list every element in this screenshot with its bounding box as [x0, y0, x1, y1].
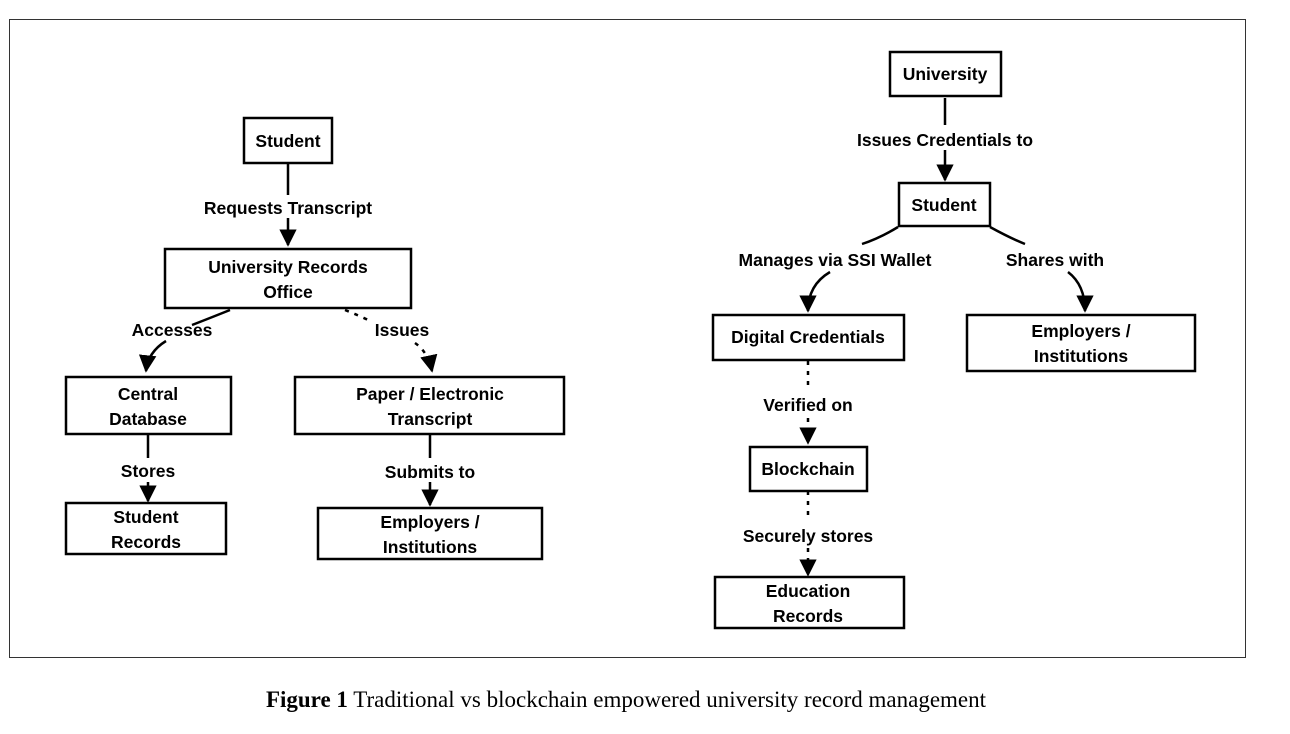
edge-label-requests-transcript: Requests Transcript [204, 198, 372, 218]
edge-label-verified-on: Verified on [763, 395, 852, 415]
edge-label-accesses: Accesses [132, 320, 213, 340]
node-student-records: Student Records [64, 501, 228, 556]
edge-records-office-to-database [146, 308, 231, 371]
node-paper-electronic-transcript: Paper / Electronic Transcript [293, 375, 566, 436]
node-education-records: Education Records [713, 575, 906, 630]
svg-text:Database: Database [109, 409, 187, 429]
figure-caption: Figure 1 Traditional vs blockchain empow… [0, 686, 1252, 714]
svg-text:Office: Office [263, 282, 313, 302]
svg-text:Student: Student [255, 131, 320, 151]
svg-text:Employers /: Employers / [380, 512, 479, 532]
node-student-blockchain: Student [897, 181, 992, 228]
svg-text:Student: Student [911, 195, 976, 215]
edge-student-to-digital-credentials [808, 225, 899, 311]
svg-text:Records: Records [773, 606, 843, 626]
svg-text:Central: Central [118, 384, 178, 404]
node-university: University [888, 50, 1003, 98]
edge-records-office-to-transcript [344, 308, 432, 371]
svg-text:Digital Credentials: Digital Credentials [731, 327, 885, 347]
svg-text:Records: Records [111, 532, 181, 552]
edge-label-submits-to: Submits to [385, 462, 475, 482]
svg-text:Blockchain: Blockchain [761, 459, 854, 479]
figure-label: Figure 1 [265, 687, 348, 712]
svg-text:Student: Student [113, 507, 178, 527]
edge-label-securely-stores: Securely stores [743, 526, 874, 546]
svg-text:Transcript: Transcript [388, 409, 473, 429]
edge-label-manages-via-ssi: Manages via SSI Wallet [739, 250, 932, 270]
node-digital-credentials: Digital Credentials [711, 313, 906, 362]
node-blockchain: Blockchain [748, 445, 869, 493]
node-employers-institutions-blockchain: Employers / Institutions [965, 313, 1197, 373]
svg-text:Employers /: Employers / [1031, 321, 1130, 341]
svg-text:University: University [903, 64, 988, 84]
svg-text:Institutions: Institutions [383, 537, 478, 557]
edge-label-shares-with: Shares with [1006, 250, 1104, 270]
edge-label-stores: Stores [121, 461, 176, 481]
svg-text:Education: Education [766, 581, 851, 601]
edge-student-to-employers [989, 225, 1085, 311]
figure-caption-text: Traditional vs blockchain empowered univ… [347, 687, 987, 712]
node-employers-institutions-traditional: Employers / Institutions [316, 506, 544, 561]
svg-text:Institutions: Institutions [1034, 346, 1129, 366]
svg-text:Paper / Electronic: Paper / Electronic [356, 384, 504, 404]
node-student: Student [242, 116, 334, 165]
node-central-database: Central Database [64, 375, 233, 436]
edge-label-issues: Issues [375, 320, 430, 340]
svg-text:University Records: University Records [208, 257, 368, 277]
node-university-records-office: University Records Office [163, 247, 413, 310]
edge-label-issues-credentials: Issues Credentials to [857, 130, 1033, 150]
